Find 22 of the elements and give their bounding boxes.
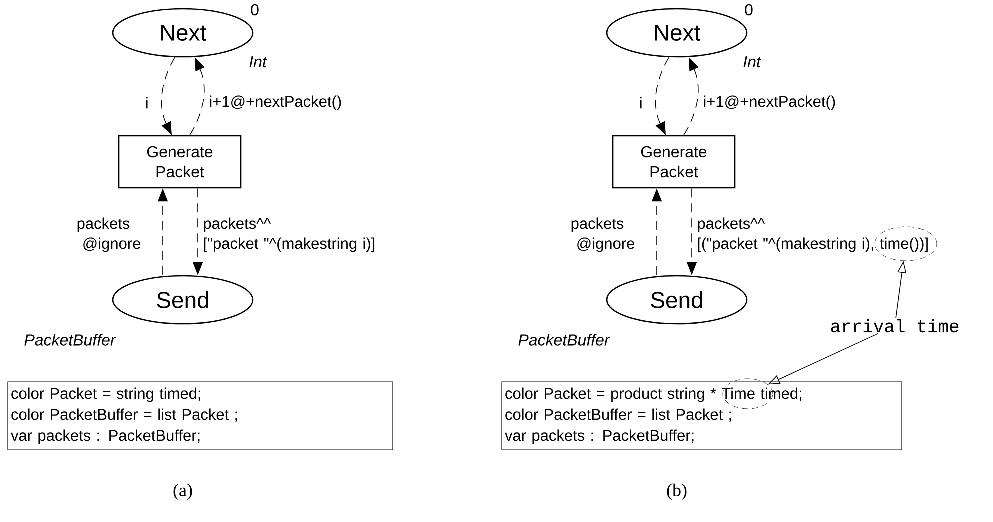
arc-inscription: packets^^ ["packet "^(makestring i)] — [204, 218, 375, 252]
arc-inscription: packets @ignore — [78, 218, 141, 252]
transition-box: Generate Packet — [118, 135, 242, 189]
arc-inscription: i — [146, 97, 148, 109]
initial-marking: 0 — [251, 4, 259, 16]
declaration-box: color Packet = product string * Time timed; color PacketBuffer = list Packet ; var packets : PacketBuffer; — [502, 382, 902, 450]
annotation-text: arrival time — [829, 318, 961, 334]
color-set-label: PacketBuffer — [24, 334, 116, 346]
arc-inscription: packets @ignore — [572, 218, 635, 252]
initial-marking: 0 — [745, 4, 753, 16]
color-set-label: PacketBuffer — [518, 334, 610, 346]
highlight-ellipse — [874, 226, 938, 262]
transition-box: Generate Packet — [612, 135, 736, 189]
arc-inscription: packets^^ [("packet "^(makestring i), time())] — [698, 218, 928, 252]
subfigure-caption: (b) — [667, 484, 687, 500]
color-set-label: Int — [744, 56, 762, 68]
subfigure-caption: (a) — [174, 484, 192, 500]
arc-inscription: i+1@+nextPacket() — [210, 96, 342, 110]
arc-inscription: i — [640, 97, 642, 109]
declaration-box: color Packet = string timed; color PacketBuffer = list Packet ; var packets : PacketBuffer; — [8, 382, 394, 450]
color-set-label: Int — [250, 56, 268, 68]
arc-inscription: i+1@+nextPacket() — [704, 96, 836, 110]
